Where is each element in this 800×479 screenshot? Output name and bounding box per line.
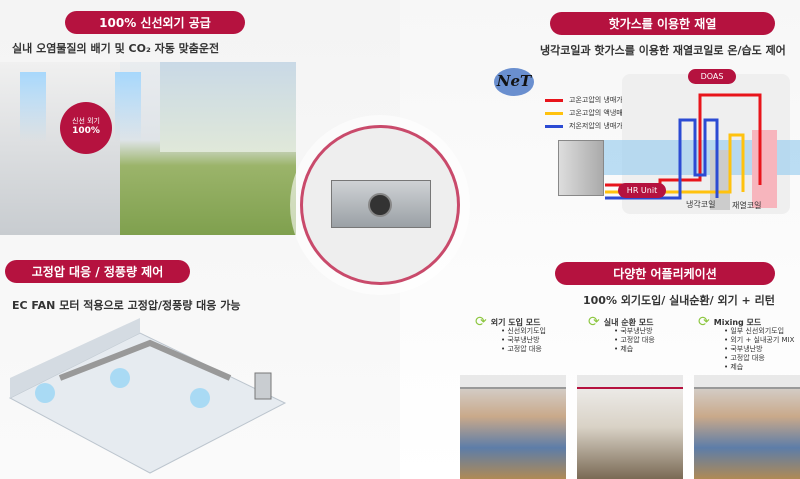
applications-title: 다양한 어플리케이션 (555, 262, 775, 285)
mode-mixing: ⟳Mixing 모드 • 일부 신선외기도입• 외기 + 실내공기 MIX• 국… (698, 314, 795, 371)
static-pressure-subtitle: EC FAN 모터 적용으로 고정압/정풍량 대응 가능 (12, 299, 241, 312)
recirculation-mode-icon: ⟳ (588, 314, 600, 330)
mixing-mode-icon: ⟳ (698, 314, 710, 330)
office-isometric-illustration (8, 318, 287, 474)
legend-item: 고온고압의 액냉매 (545, 107, 629, 120)
mode-outdoor-air: ⟳외기 도입 모드 • 신선외기도입• 국부냉난방• 고정압 대응 (475, 314, 546, 353)
warehouse-photo-mixing (694, 375, 800, 479)
static-pressure-title: 고정압 대응 / 정풍량 제어 (5, 260, 190, 283)
cooling-coil-label: 냉각코일 (686, 200, 716, 209)
fresh-air-title: 100% 신선외기 공급 (65, 11, 245, 34)
reheat-coil-label: 재열코일 (732, 201, 762, 210)
cafe-photo-recirculation (577, 375, 683, 479)
doas-label: DOAS (688, 69, 736, 84)
outdoor-unit-image (558, 140, 604, 196)
fresh-air-subtitle: 실내 오염물질의 배기 및 CO₂ 자동 맞춤운전 (12, 42, 220, 55)
outdoor-air-mode-icon: ⟳ (475, 314, 487, 330)
product-circle (300, 125, 460, 285)
legend: 고온고압의 냉매가스 고온고압의 액냉매 저온저압의 냉매가스 (545, 94, 629, 133)
refrigerant-diagram (590, 93, 800, 210)
warehouse-photo-outdoor-air (460, 375, 566, 479)
legend-item: 고온고압의 냉매가스 (545, 94, 629, 107)
cafe-interior-image: 신선 외기 100% (0, 62, 296, 235)
hr-unit-label: HR Unit (618, 183, 666, 198)
applications-subtitle: 100% 외기도입/ 실내순환/ 외기 + 리턴 (583, 294, 775, 307)
duct-unit-image (331, 180, 431, 228)
mode-recirculation: ⟳실내 순환 모드 • 국부냉난방• 고정압 대응• 제습 (588, 314, 655, 353)
fresh-air-badge: 신선 외기 100% (60, 102, 112, 154)
hot-gas-title: 핫가스를 이용한 재열 (550, 12, 775, 35)
badge-line1: 신선 외기 (72, 117, 100, 125)
badge-line2: 100% (72, 126, 100, 136)
hot-gas-subtitle: 냉각코일과 핫가스를 이용한 재열코일로 온/습도 제어 (540, 44, 786, 57)
legend-item: 저온저압의 냉매가스 (545, 120, 629, 133)
net-logo: NeT (494, 68, 534, 96)
